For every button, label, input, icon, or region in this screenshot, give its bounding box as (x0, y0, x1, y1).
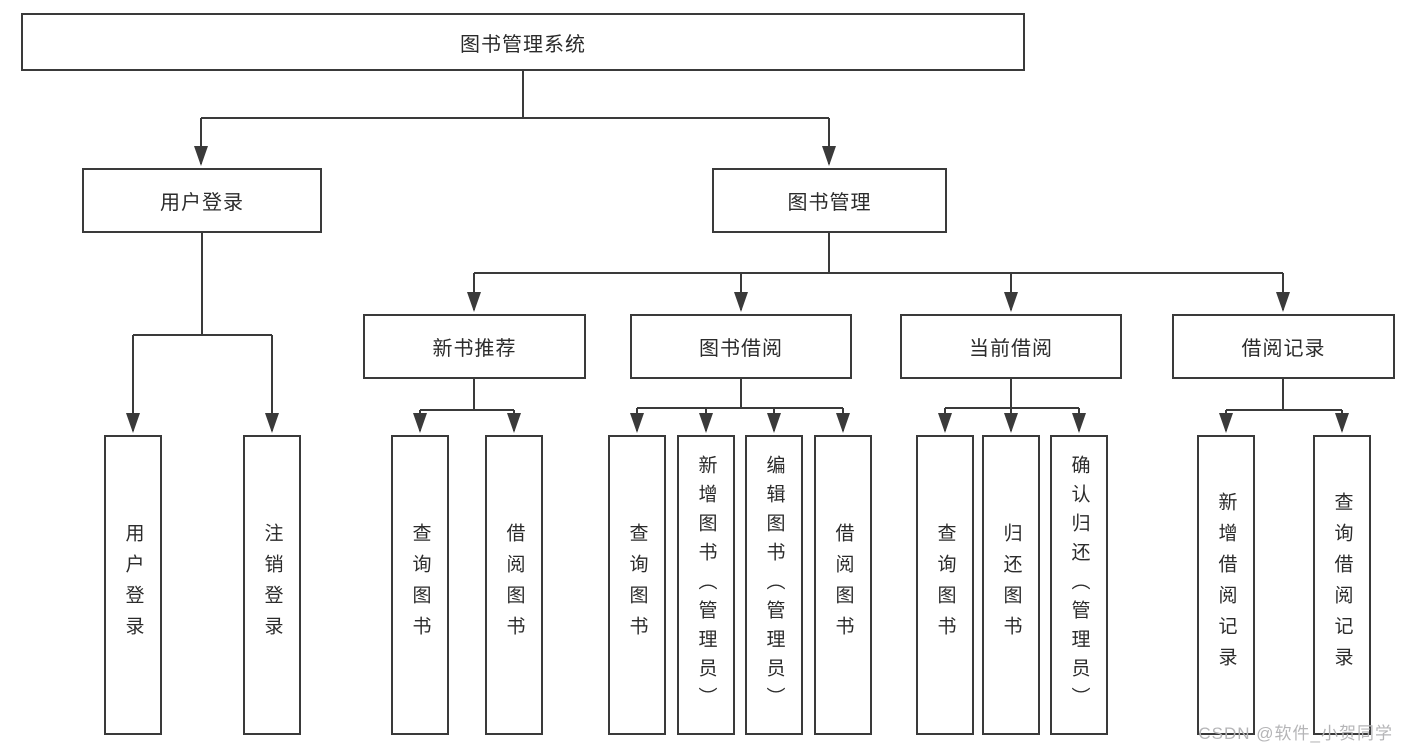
leaf-records-query-borrow-record: 查询借阅记录 (1313, 435, 1371, 735)
node-label: 当前借阅 (969, 338, 1053, 360)
node-label: 图书管理 (787, 192, 872, 214)
leaf-label: 编辑图书（管理员） (763, 454, 785, 716)
node-borrowing-records: 借阅记录 (1172, 314, 1395, 379)
leaf-label: 借阅图书 (832, 523, 854, 647)
leaf-user-login: 用户登录 (104, 435, 162, 735)
leaf-borrowing-query-books: 查询图书 (608, 435, 666, 735)
node-label: 图书管理系统 (460, 33, 586, 56)
leaf-recommend-borrow-books: 借阅图书 (485, 435, 543, 735)
node-label: 用户登录 (160, 192, 244, 214)
node-current-borrowing: 当前借阅 (900, 314, 1122, 379)
leaf-current-query-books: 查询图书 (916, 435, 974, 735)
node-label: 图书借阅 (699, 338, 783, 360)
watermark-text: CSDN @软件_小贺同学 (1198, 724, 1393, 743)
leaf-logout: 注销登录 (243, 435, 301, 735)
leaf-label: 查询图书 (626, 523, 648, 647)
leaf-label: 新增图书（管理员） (695, 454, 717, 716)
leaf-label: 查询借阅记录 (1331, 492, 1353, 678)
node-book-management: 图书管理 (712, 168, 947, 233)
leaf-label: 注销登录 (261, 523, 283, 647)
node-label: 借阅记录 (1241, 338, 1326, 360)
leaf-label: 查询图书 (409, 523, 431, 647)
node-user-login: 用户登录 (82, 168, 322, 233)
leaf-recommend-query-books: 查询图书 (391, 435, 449, 735)
leaf-label: 新增借阅记录 (1215, 492, 1237, 678)
node-book-borrowing: 图书借阅 (630, 314, 852, 379)
leaf-borrowing-add-books-admin: 新增图书（管理员） (677, 435, 735, 735)
leaf-label: 查询图书 (934, 523, 956, 647)
leaf-label: 借阅图书 (503, 523, 525, 647)
leaf-records-add-borrow-record: 新增借阅记录 (1197, 435, 1255, 735)
node-label: 新书推荐 (432, 338, 517, 360)
leaf-current-confirm-return-admin: 确认归还（管理员） (1050, 435, 1108, 735)
leaf-borrowing-borrow-books: 借阅图书 (814, 435, 872, 735)
node-library-management-system: 图书管理系统 (21, 13, 1025, 71)
node-new-book-recommendation: 新书推荐 (363, 314, 586, 379)
leaf-label: 用户登录 (122, 523, 144, 647)
leaf-label: 确认归还（管理员） (1068, 454, 1090, 716)
leaf-current-return-books: 归还图书 (982, 435, 1040, 735)
leaf-label: 归还图书 (1000, 523, 1022, 647)
leaf-borrowing-edit-books-admin: 编辑图书（管理员） (745, 435, 803, 735)
